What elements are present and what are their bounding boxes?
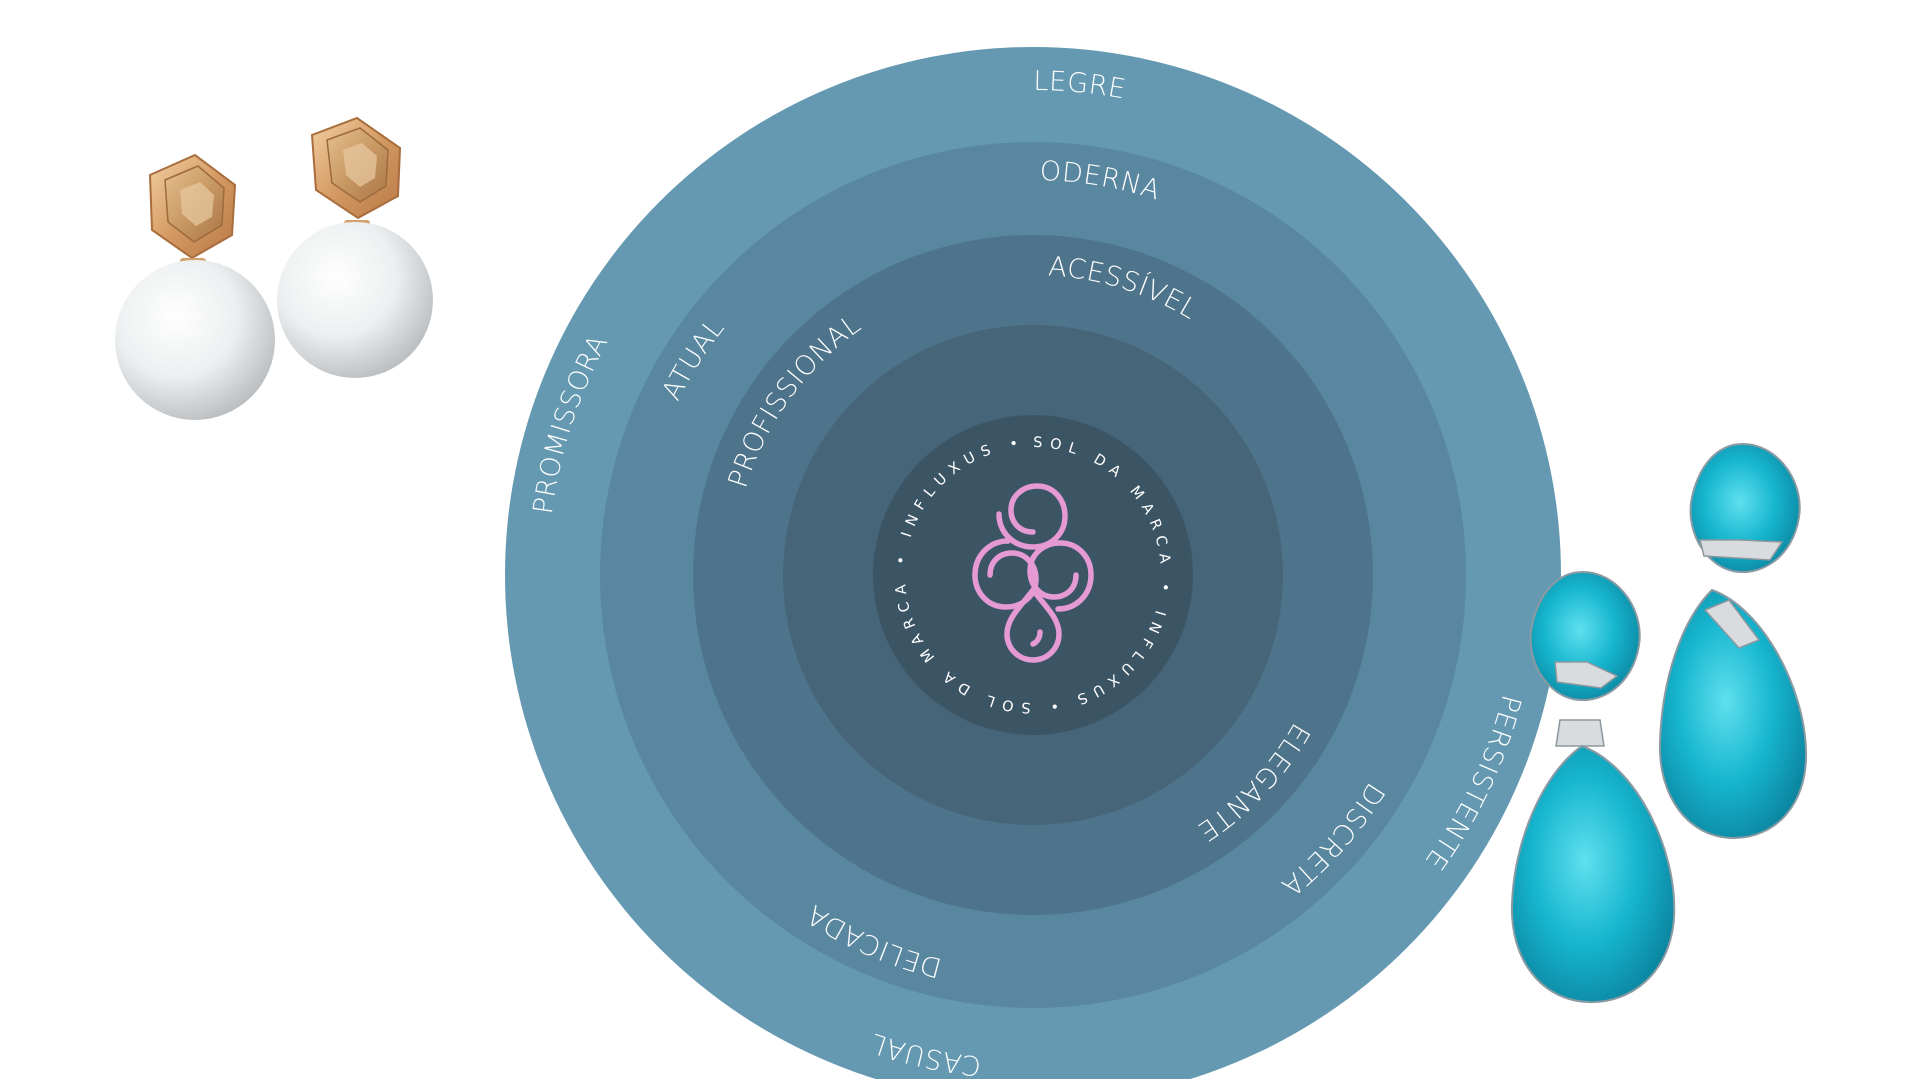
pearl-earrings-image: [115, 116, 433, 420]
influxus-clover-spiral-icon: [972, 483, 1094, 663]
blue-drop-earrings-image: [1510, 443, 1808, 1004]
